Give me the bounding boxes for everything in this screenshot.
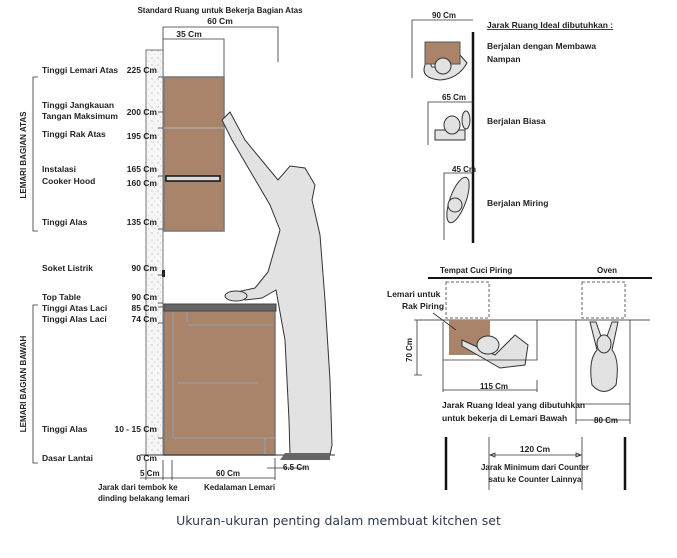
upper-cabinet — [163, 76, 225, 232]
sink-outline — [445, 281, 490, 319]
svg-text:0 Cm: 0 Cm — [136, 453, 157, 463]
person-side-view — [221, 111, 333, 460]
dim-6-5: 6.5 Cm — [283, 463, 309, 472]
svg-text:Dasar Lantai: Dasar Lantai — [42, 453, 93, 463]
rack-label: Lemari untuk — [387, 289, 441, 299]
aisle-dim-45: 45 Cm — [452, 165, 476, 174]
plan-sink-label: Tempat Cuci Piring — [440, 266, 512, 275]
aisle-label-normal: Berjalan Biasa — [487, 116, 546, 126]
top-title: Standard Ruang untuk Bekerja Bagian Atas — [137, 6, 303, 15]
aisle-dim-lines — [411, 19, 473, 240]
aisle-label-tray: Berjalan dengan Membawa — [487, 41, 596, 51]
person-walking-icon — [434, 110, 471, 141]
dim-35-top: 35 Cm — [176, 29, 202, 39]
svg-text:Tinggi Lemari Atas: Tinggi Lemari Atas — [42, 65, 118, 75]
svg-text:165 Cm: 165 Cm — [127, 164, 158, 174]
plan-dim-80: 80 Cm — [594, 416, 618, 425]
svg-text:225 Cm: 225 Cm — [127, 65, 158, 75]
aisle-dim-90: 90 Cm — [432, 11, 456, 20]
svg-text:200 Cm: 200 Cm — [127, 107, 158, 117]
cabinet-drawer-lines — [172, 312, 275, 455]
svg-text:74 Cm: 74 Cm — [131, 314, 157, 324]
plan-dim-lines — [414, 319, 631, 424]
upper-group-label: LEMARI BAGIAN ATAS — [19, 111, 28, 199]
dim-60-bottom: 60 Cm — [216, 469, 240, 478]
svg-text:Tangan Maksimum: Tangan Maksimum — [42, 111, 118, 121]
rack-label-2: Rak Piring — [402, 301, 444, 311]
dim-60-top: 60 Cm — [207, 16, 233, 26]
svg-text:Tinggi Alas Laci: Tinggi Alas Laci — [42, 314, 107, 324]
power-socket — [162, 270, 165, 277]
aisle-label-tray-2: Nampan — [487, 54, 521, 64]
svg-text:Tinggi Jangkauan: Tinggi Jangkauan — [42, 100, 114, 110]
min-caption-2: satu ke Counter Lainnya — [489, 475, 582, 484]
svg-text:90 Cm: 90 Cm — [131, 263, 157, 273]
plan-dim-120: 120 Cm — [520, 444, 551, 454]
rack-leader — [432, 312, 457, 331]
lower-group-label: LEMARI BAGIAN BAWAH — [19, 336, 28, 433]
dim-line-35 — [163, 38, 225, 77]
group-brackets — [32, 76, 38, 464]
svg-text:90 Cm: 90 Cm — [131, 292, 157, 302]
counter-bars — [444, 437, 627, 490]
work-caption: Jarak Ruang Ideal yang dibutuhkan — [442, 400, 585, 410]
svg-text:Tinggi Atas Laci: Tinggi Atas Laci — [42, 303, 107, 313]
figure-caption: Ukuran-ukuran penting dalam membuat kitc… — [176, 513, 501, 528]
person-at-oven-icon — [589, 321, 619, 392]
svg-text:135 Cm: 135 Cm — [127, 217, 158, 227]
plan-dim-70: 70 Cm — [405, 338, 414, 362]
person-tray-icon — [423, 41, 468, 81]
svg-text:Instalasi: Instalasi — [42, 164, 76, 174]
aisle-dim-65: 65 Cm — [442, 93, 466, 102]
svg-text:Cooker Hood: Cooker Hood — [42, 176, 95, 186]
aisle-title: Jarak Ruang Ideal dibutuhkan : — [487, 20, 613, 30]
depth-caption: Kedalaman Lemari — [204, 483, 275, 492]
work-caption-2: untuk bekerja di Lemari Bawah — [442, 413, 567, 423]
svg-text:Tinggi Alas: Tinggi Alas — [42, 217, 88, 227]
oven-outline — [581, 281, 626, 319]
svg-text:160 Cm: 160 Cm — [127, 178, 158, 188]
svg-text:Tinggi Alas: Tinggi Alas — [42, 424, 88, 434]
wall-gap-caption-2: dinding belakang lemari — [98, 494, 190, 503]
person-sideways-icon — [446, 176, 470, 224]
svg-text:Soket Listrik: Soket Listrik — [42, 263, 93, 273]
plan-oven-label: Oven — [597, 266, 617, 275]
min-distance-arrow — [488, 437, 583, 490]
svg-text:Top Table: Top Table — [42, 292, 81, 302]
dim-5: 5 Cm — [140, 469, 160, 478]
min-caption: Jarak Minimum dari Counter — [481, 463, 589, 472]
aisle-label-sideways: Berjalan Miring — [487, 198, 548, 208]
countertop — [163, 303, 277, 312]
height-labels: Tinggi Lemari Atas 225 Cm Tinggi Jangkaua… — [42, 65, 163, 463]
bottom-dim-lines — [140, 458, 305, 480]
wall-gap-caption: Jarak dari tembok ke — [98, 483, 178, 492]
svg-text:10 - 15 Cm: 10 - 15 Cm — [114, 424, 157, 434]
plan-dim-115: 115 Cm — [480, 382, 508, 391]
svg-text:85 Cm: 85 Cm — [131, 303, 157, 313]
svg-text:Tinggi Rak Atas: Tinggi Rak Atas — [42, 129, 106, 139]
svg-text:195 Cm: 195 Cm — [127, 131, 158, 141]
cooker-hood — [165, 175, 221, 182]
